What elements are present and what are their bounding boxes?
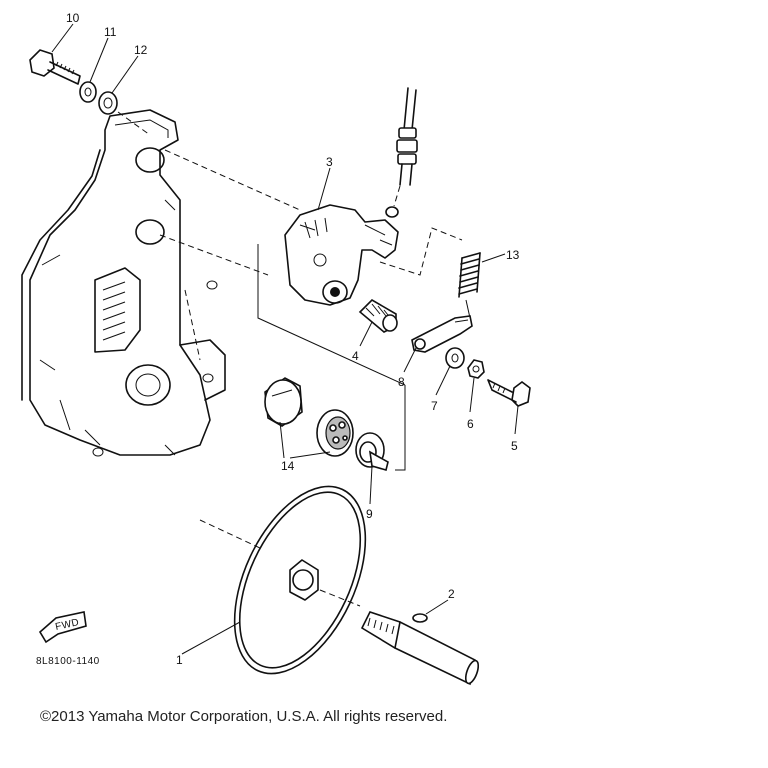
callout-4: 4 xyxy=(352,349,359,363)
callout-2: 2 xyxy=(448,587,455,601)
leader-3-13 xyxy=(379,227,463,276)
callout-10: 10 xyxy=(66,11,80,25)
leader-14b xyxy=(289,451,331,459)
lever-housing-3 xyxy=(284,204,399,306)
callout-12: 12 xyxy=(134,43,148,57)
leader-5 xyxy=(514,405,519,435)
washer-12 xyxy=(98,91,118,115)
leader-2 xyxy=(425,599,449,615)
leader-9 xyxy=(369,465,373,505)
bolt-axis-line xyxy=(117,111,151,136)
bolt-10 xyxy=(29,49,81,85)
leader-7 xyxy=(435,365,451,396)
cable-end xyxy=(396,87,418,186)
callout-13: 13 xyxy=(506,248,520,262)
cap-14 xyxy=(264,377,303,427)
callout-9: 9 xyxy=(366,507,373,521)
arm-8 xyxy=(411,315,473,353)
assembly-bracket-left xyxy=(257,244,406,386)
callout-5: 5 xyxy=(511,439,518,453)
spring-13 xyxy=(458,252,481,319)
disc-9 xyxy=(355,432,389,471)
leader-housing-bolt xyxy=(184,289,201,361)
leader-8 xyxy=(403,347,417,373)
callout-3: 3 xyxy=(326,155,333,169)
callout-11: 11 xyxy=(104,25,117,39)
forward-arrow-icon: FWD xyxy=(38,611,87,644)
leader-housing-14 xyxy=(159,234,269,276)
copyright-notice: ©2013 Yamaha Motor Corporation, U.S.A. A… xyxy=(40,708,448,725)
leader-11 xyxy=(89,37,109,83)
disc-14 xyxy=(316,409,354,457)
cable-nipple xyxy=(385,206,399,218)
callout-8: 8 xyxy=(398,375,405,389)
callout-6: 6 xyxy=(467,417,474,431)
leader-4 xyxy=(359,321,373,347)
sheave-1 xyxy=(233,485,367,675)
drive-shaft xyxy=(360,611,480,686)
leader-10 xyxy=(51,23,74,53)
bolt-5 xyxy=(487,379,531,407)
cable-axis-line xyxy=(393,185,401,207)
shaft-axis-line xyxy=(199,519,361,607)
leader-13 xyxy=(481,253,506,263)
callout-7: 7 xyxy=(431,399,438,413)
fwd-label: FWD xyxy=(54,617,80,633)
housing-body xyxy=(21,109,226,457)
leader-14a xyxy=(279,421,285,459)
exploded-parts-diagram: 10 11 12 3 13 4 8 7 6 5 14 9 2 1 FWD 8L8… xyxy=(21,11,531,686)
leader-housing-3 xyxy=(164,149,301,211)
nut-6 xyxy=(467,359,485,379)
washer-7 xyxy=(445,347,465,369)
leader-1 xyxy=(181,621,241,655)
leader-12 xyxy=(111,55,139,94)
pin-4 xyxy=(358,298,398,333)
leader-6 xyxy=(469,377,475,413)
key-2 xyxy=(412,613,428,623)
assembly-bracket-right xyxy=(395,385,406,471)
diagram-code: 8L8100-1140 xyxy=(36,656,100,667)
leader-3 xyxy=(317,167,331,211)
callout-14: 14 xyxy=(281,459,295,473)
washer-11 xyxy=(79,81,97,103)
callout-1: 1 xyxy=(176,653,183,667)
